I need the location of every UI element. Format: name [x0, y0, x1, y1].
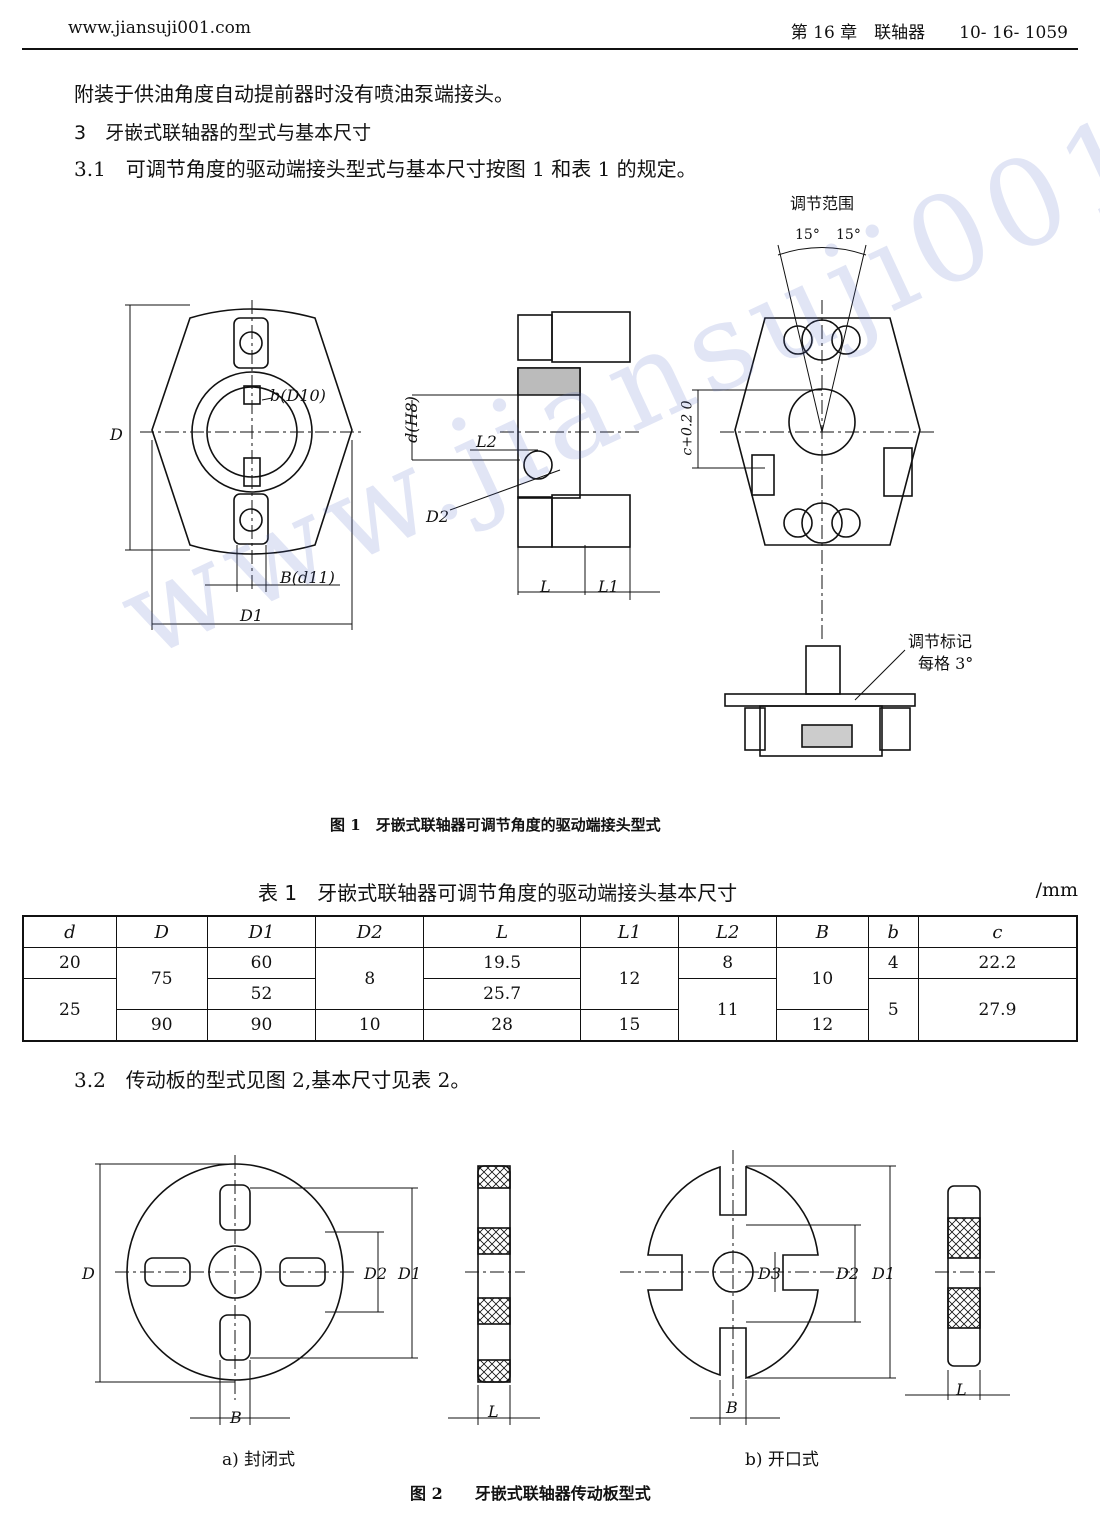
- fig2-a-label-B: B: [230, 1408, 242, 1427]
- table-cell: 27.9: [917, 978, 1078, 1042]
- table-cell: 10: [315, 1009, 425, 1042]
- figure2-sub-a: a) 封闭式: [222, 1450, 296, 1470]
- table-cell: 60: [206, 947, 317, 979]
- table-row: 20 75 60 8 19.5 12 8 10 4 22.2: [22, 947, 1078, 1010]
- label-D2: D2: [426, 507, 450, 526]
- table-cell: 12: [579, 947, 680, 1010]
- th-L: L: [423, 915, 581, 948]
- figure2-drawing: [95, 1150, 1010, 1425]
- adjustable-end-view: [692, 244, 935, 640]
- th-L2: L2: [678, 915, 778, 948]
- adjust-mark-detail: [724, 645, 916, 757]
- section-side-view: [411, 311, 660, 600]
- intro-line: 附装于供油角度自动提前器时没有喷油泵端接头。: [74, 82, 514, 106]
- label-D: D: [110, 425, 123, 444]
- th-d: d: [22, 915, 117, 948]
- table1-header-row: d D D1 D2 L L1 L2 B b c: [22, 915, 1078, 948]
- table-cell: 4: [867, 947, 919, 979]
- th-D: D: [115, 915, 208, 948]
- table-cell: 25.7: [423, 978, 581, 1010]
- fig2-b-label-B: B: [726, 1398, 738, 1417]
- table-cell: 12: [776, 1009, 869, 1042]
- th-D2: D2: [315, 915, 425, 948]
- header-site: www.jiansuji001.com: [68, 18, 251, 38]
- fig2-a-label-D2: D2: [364, 1264, 388, 1283]
- table-cell: 11: [678, 978, 778, 1042]
- label-L1: L1: [598, 577, 619, 596]
- th-B: B: [776, 915, 869, 948]
- label-b-D10: b(D10): [270, 386, 326, 405]
- table-cell: 8: [678, 947, 778, 979]
- label-L: L: [540, 577, 551, 596]
- table1: d D D1 D2 L L1 L2 B b c 20 75 60 8 19.5 …: [22, 915, 1078, 1042]
- label-L2: L2: [476, 432, 497, 451]
- table-cell: 22.2: [917, 947, 1078, 979]
- table-cell: 15: [579, 1009, 680, 1042]
- figure1-caption: 图 1 牙嵌式联轴器可调节角度的驱动端接头型式: [330, 816, 661, 834]
- label-D1: D1: [240, 606, 264, 625]
- header-chapter: 第 16 章 联轴器 10- 16- 1059: [790, 23, 1068, 43]
- fig2-a-label-D1: D1: [398, 1264, 422, 1283]
- open-plate-side: [905, 1185, 1010, 1400]
- fig2-label-D: D: [82, 1264, 95, 1283]
- table-cell: 8: [315, 947, 425, 1010]
- label-angle-right: 15°: [836, 227, 861, 243]
- label-adjust-range: 调节范围: [790, 194, 855, 213]
- th-b: b: [867, 915, 919, 948]
- label-angle-left: 15°: [795, 227, 820, 243]
- label-B-d11: B(d11): [280, 568, 335, 587]
- figure1-drawing: [125, 244, 935, 757]
- th-L1: L1: [579, 915, 680, 948]
- figure2-sub-b: b) 开口式: [745, 1450, 819, 1470]
- label-per-step: 每格 3°: [918, 654, 974, 673]
- label-mark: 调节标记: [908, 632, 973, 651]
- flange-front-view: [125, 300, 365, 630]
- figure2-caption: 图 2 牙嵌式联轴器传动板型式: [410, 1484, 651, 1503]
- section-3-heading: 3 牙嵌式联轴器的型式与基本尺寸: [74, 122, 372, 144]
- section-3-2: 3.2 传动板的型式见图 2,基本尺寸见表 2。: [74, 1068, 471, 1092]
- table-cell: 75: [115, 947, 208, 1010]
- fig2-a-label-L: L: [488, 1402, 499, 1421]
- table-row: 90 90 10 28 15 12: [23, 1009, 1077, 1042]
- table-cell: 90: [206, 1009, 317, 1042]
- header-rule: [22, 48, 1078, 50]
- table1-unit: /mm: [1035, 879, 1078, 901]
- table-cell: 52: [206, 978, 317, 1010]
- table-cell: 28: [423, 1009, 581, 1042]
- table-cell: 90: [115, 1009, 208, 1042]
- table-cell: 5: [867, 978, 919, 1042]
- closed-plate-front: [95, 1155, 418, 1425]
- fig2-b-label-D3: D3: [758, 1264, 782, 1283]
- fig2-b-label-D2: D2: [836, 1264, 860, 1283]
- th-c: c: [917, 915, 1078, 948]
- table-cell: 10: [776, 947, 869, 1010]
- th-D1: D1: [206, 915, 317, 948]
- closed-plate-side: [448, 1165, 540, 1425]
- table-cell: 25: [22, 978, 117, 1042]
- open-plate-front: [620, 1150, 896, 1425]
- table-cell: 20: [22, 947, 117, 979]
- table-row: 25 52 25.7 11 5 27.9: [22, 978, 1078, 1042]
- fig2-b-label-D1: D1: [872, 1264, 896, 1283]
- table-cell: 19.5: [423, 947, 581, 979]
- fig2-b-label-L: L: [956, 1380, 967, 1399]
- table1-title: 表 1 牙嵌式联轴器可调节角度的驱动端接头基本尺寸: [258, 881, 738, 905]
- section-3-1: 3.1 可调节角度的驱动端接头型式与基本尺寸按图 1 和表 1 的规定。: [74, 157, 697, 181]
